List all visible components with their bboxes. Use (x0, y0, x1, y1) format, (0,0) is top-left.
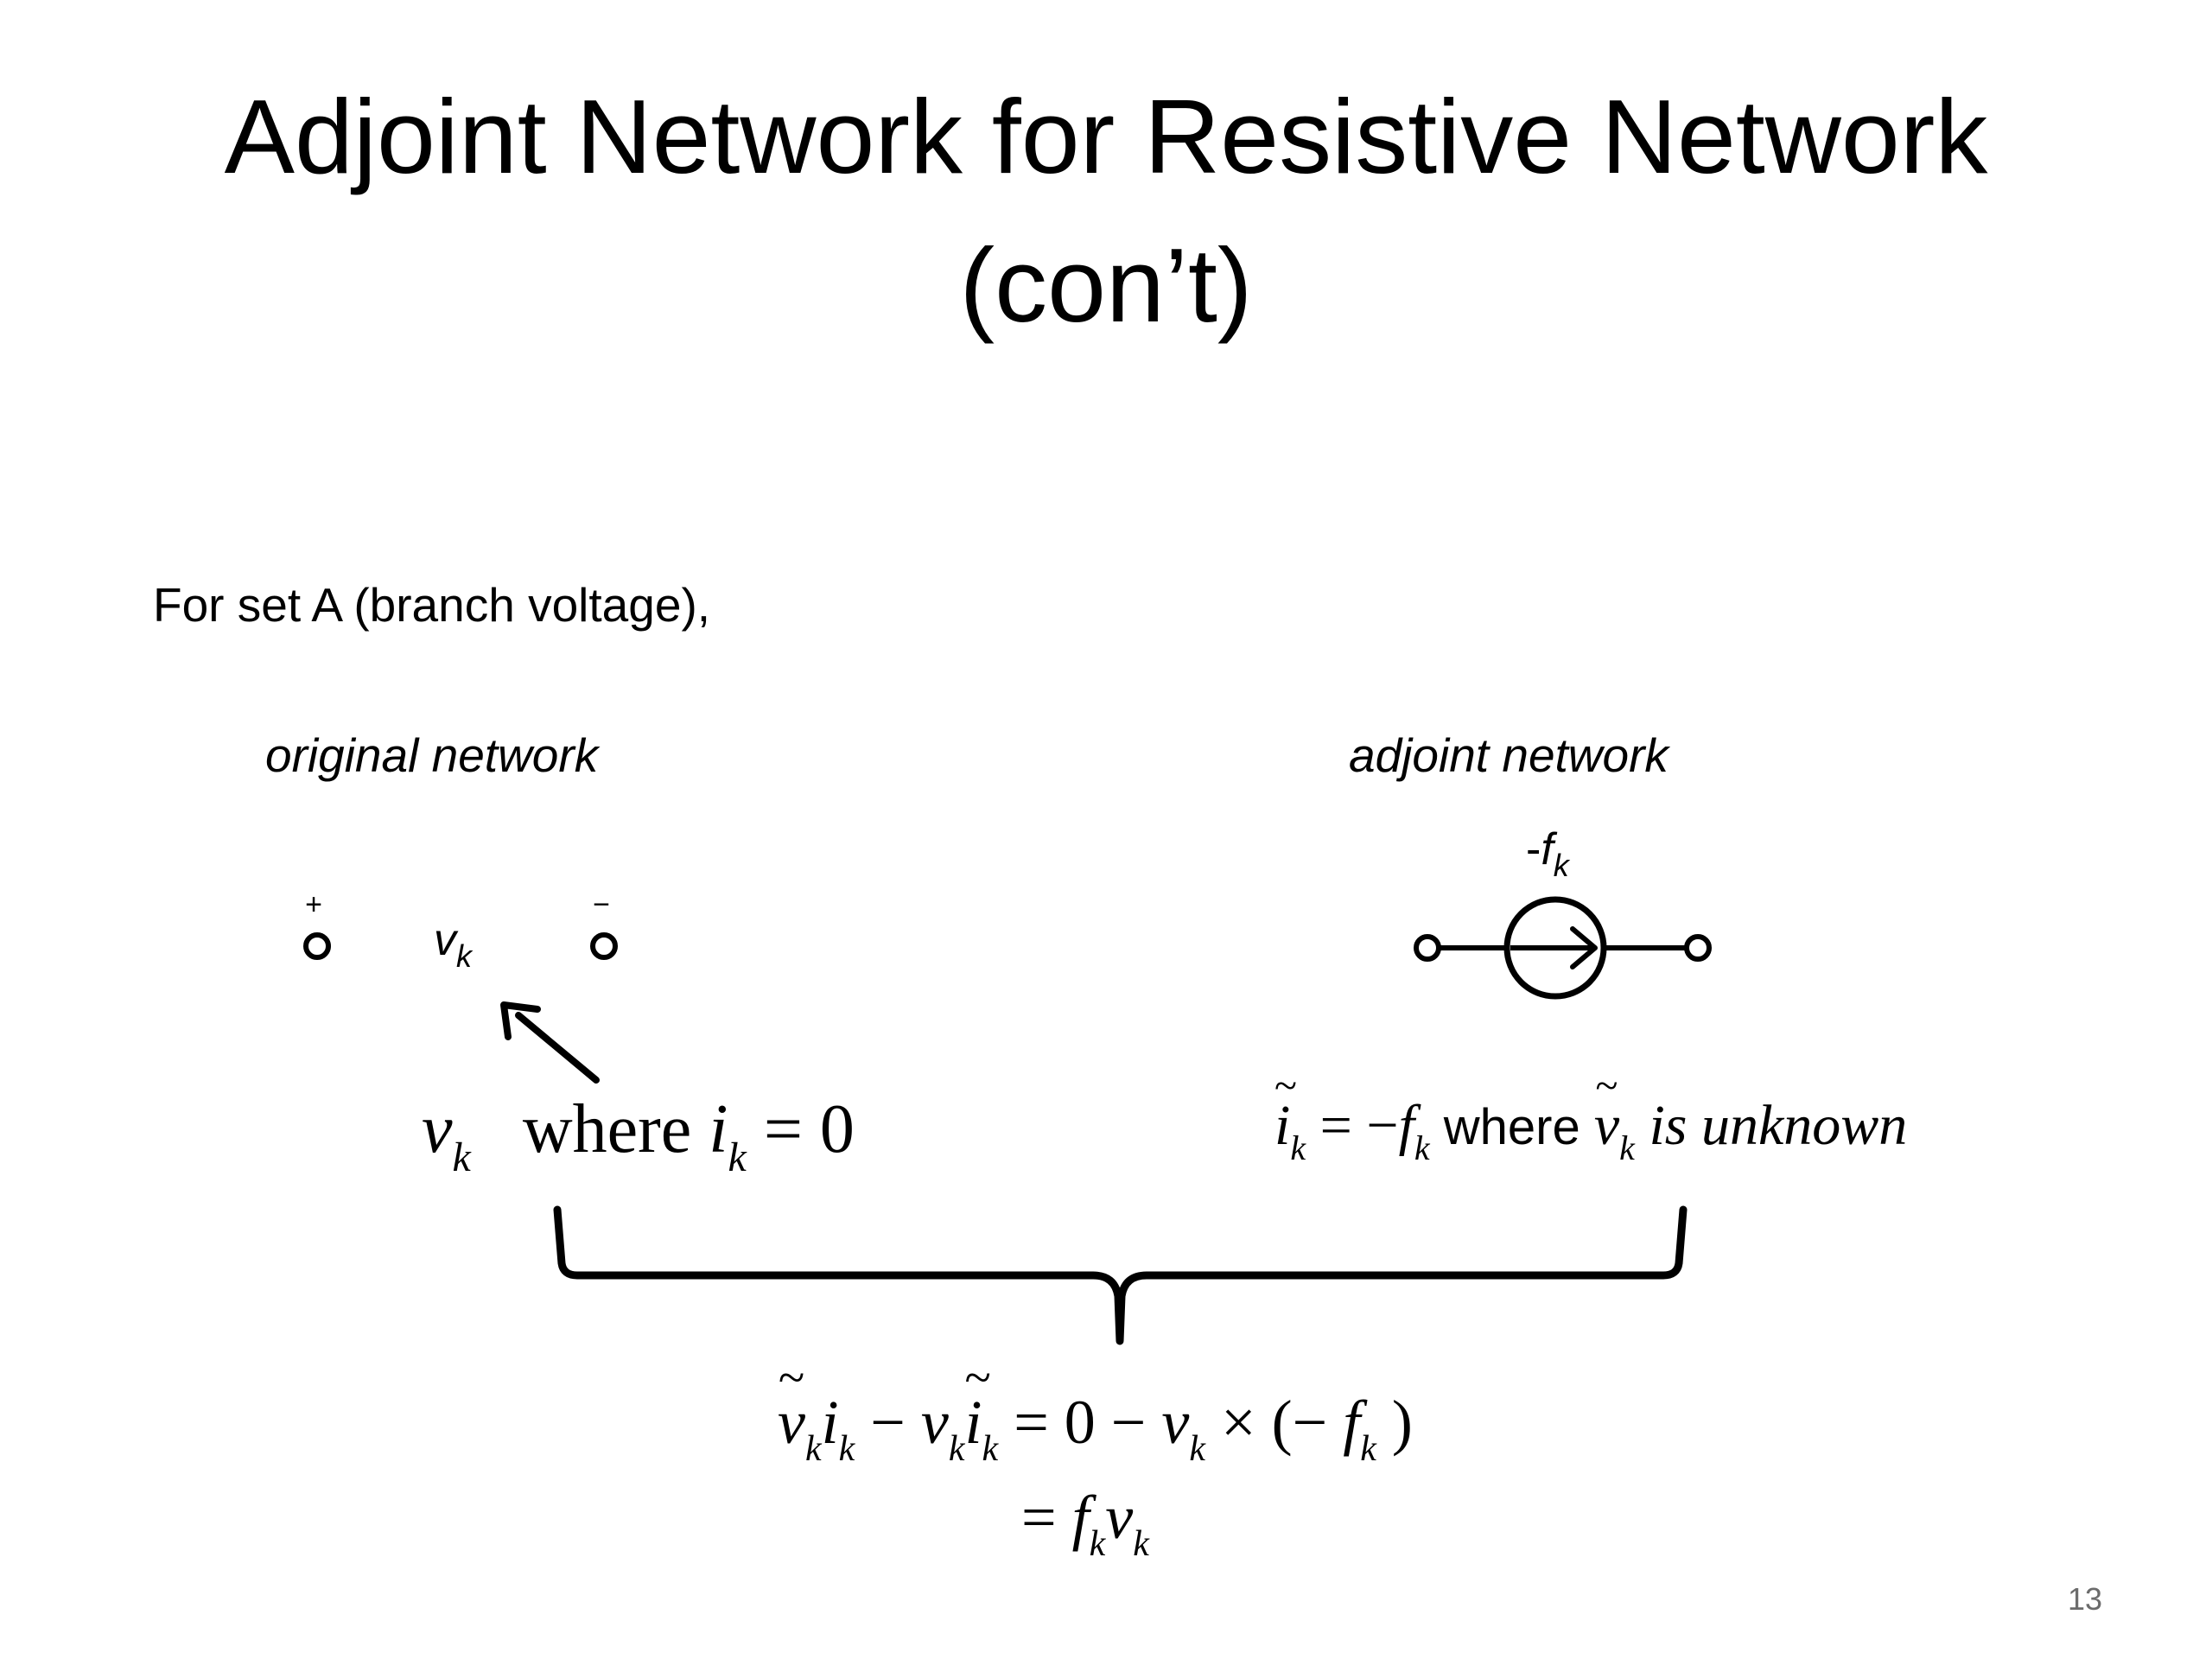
terminal-minus (590, 932, 618, 960)
adjoint-network-branch: -fk (1414, 824, 1712, 1000)
tellegen-equation-line-2: = fkvk (1021, 1483, 1149, 1564)
adjoint-condition-equation: ik = −fk where vk is unknown (1274, 1062, 1907, 1166)
original-network-branch: + − vk (303, 888, 618, 1084)
terminal-right (1684, 934, 1712, 962)
minus-sign: − (593, 888, 610, 921)
title-line-2: (con’t) (959, 226, 1253, 344)
current-arrow-head (1570, 926, 1598, 969)
page-number: 13 (2067, 1581, 2102, 1617)
slide-title: Adjoint Network for Resistive Network (c… (0, 62, 2212, 359)
title-line-1: Adjoint Network for Resistive Network (224, 78, 1988, 195)
adjoint-network-caption: adjoint network (1349, 728, 1669, 782)
original-network-caption: original network (265, 728, 599, 782)
source-value-label: -fk (1526, 824, 1571, 883)
tellegen-equation-line-1: vkik − vkik = 0 − vk × (− fk ) (778, 1351, 1413, 1467)
curly-brace (553, 1205, 1688, 1345)
terminal-plus (303, 932, 331, 960)
pointer-arrow-shaft (515, 1012, 600, 1084)
intro-text: For set A (branch voltage), (153, 578, 711, 632)
branch-voltage-label: vk (434, 915, 474, 974)
plus-sign: + (305, 888, 322, 921)
original-condition-equation: vk where ik = 0 (422, 1091, 855, 1180)
pointer-arrow-head (500, 1001, 541, 1040)
terminal-left (1414, 934, 1441, 962)
